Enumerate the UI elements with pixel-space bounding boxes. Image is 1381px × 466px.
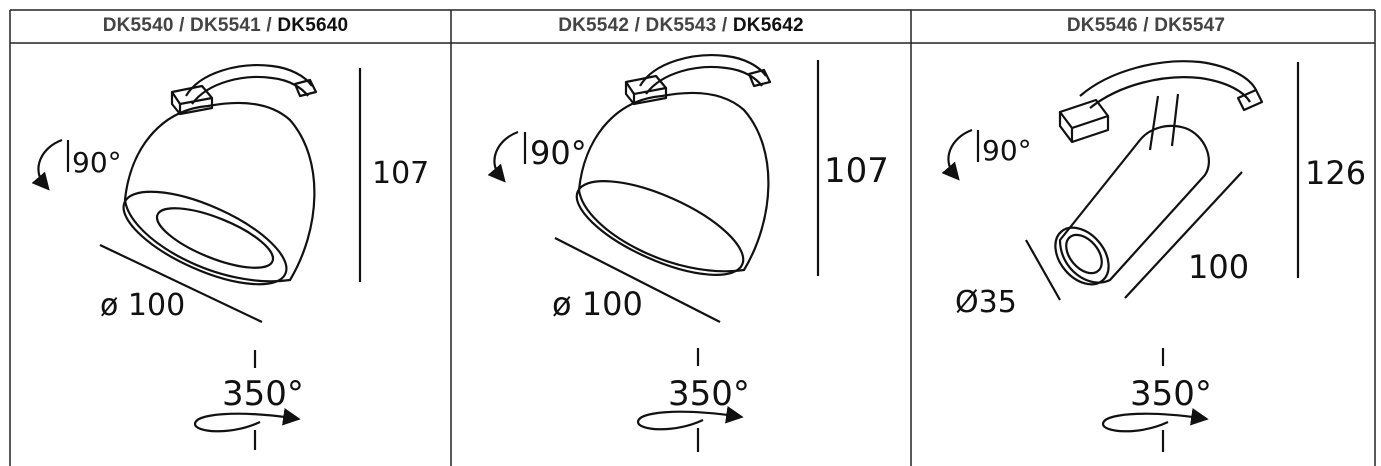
diameter-dimension-line <box>554 237 721 323</box>
diameter-dimension-line <box>99 244 263 323</box>
column-header-3: DK5546 / DK5547 <box>911 10 1381 42</box>
rotation-angle-label-3: 350° <box>1130 374 1212 414</box>
column-header-3-models: DK5546 / DK5547 <box>1066 15 1226 36</box>
dome-lamp-drawing-2 <box>487 54 820 452</box>
height-label-3: 126 <box>1305 154 1366 192</box>
height-label-2: 107 <box>824 151 889 191</box>
column-header-2: DK5542 / DK5543 / DK5642 <box>451 10 911 42</box>
rotation-angle-label-2: 350° <box>668 374 750 414</box>
lamp-tube-opening <box>1054 226 1110 286</box>
lamp-dome-opening <box>575 180 745 276</box>
lamp-tube-body <box>1058 124 1210 284</box>
column-header-2-model-bold: DK5642 <box>732 15 804 36</box>
header-row: DK5540 / DK5541 / DK5640 DK5542 / DK5543… <box>0 10 1381 42</box>
lamp-tube-inner <box>1065 233 1103 275</box>
rotation-angle-label-1: 350° <box>222 374 304 414</box>
column-header-1-models: DK5540 / DK5541 / <box>102 15 278 36</box>
tilt-angle-label-1: 90° <box>72 146 122 179</box>
dome-lamp-drawing-1 <box>31 64 362 450</box>
tilt-arrow-icon <box>487 130 527 183</box>
column-header-2-models: DK5542 / DK5543 / <box>558 15 733 36</box>
diameter-label-2: ø 100 <box>552 285 643 323</box>
diameter-dimension-line <box>1025 239 1061 301</box>
height-label-1: 107 <box>372 156 429 191</box>
diameter-label-1: ø 100 <box>100 288 185 323</box>
mount-bracket-icon <box>1058 60 1264 151</box>
tilt-angle-label-3: 90° <box>982 134 1032 167</box>
mount-bracket-icon <box>170 64 318 116</box>
lamp-dome-body <box>577 91 770 273</box>
length-dimension-line <box>1124 171 1243 299</box>
rotation-arrow-icon <box>636 348 744 452</box>
tube-lamp-drawing <box>941 60 1300 452</box>
tilt-angle-label-2: 90° <box>530 134 587 172</box>
tilt-arrow-icon <box>31 138 70 191</box>
diameter-label-3: Ø35 <box>955 285 1017 320</box>
column-header-1: DK5540 / DK5541 / DK5640 <box>0 10 451 42</box>
lamp-dome-inner <box>155 207 275 269</box>
column-header-1-model-bold: DK5640 <box>277 15 349 36</box>
lamp-dome-opening <box>122 190 288 286</box>
length-label-3: 100 <box>1188 248 1249 286</box>
rotation-arrow-icon <box>193 350 301 450</box>
rotation-arrow-icon <box>1101 348 1209 452</box>
tilt-arrow-icon <box>941 128 980 181</box>
mount-bracket-icon <box>624 54 772 106</box>
